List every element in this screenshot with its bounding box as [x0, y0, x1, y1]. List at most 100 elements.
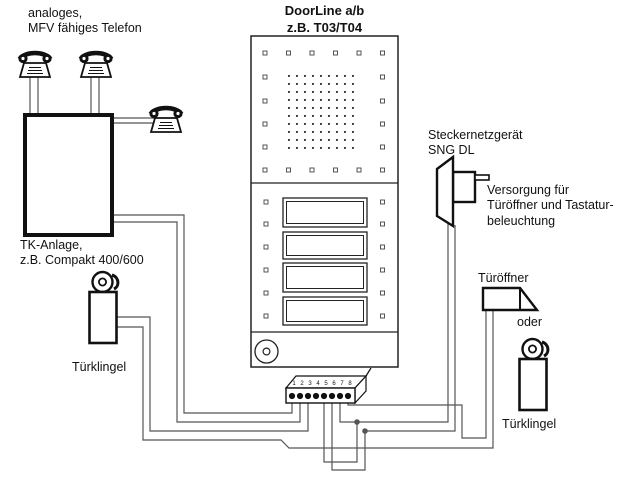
speaker-hole	[336, 91, 338, 93]
speaker-hole	[296, 99, 298, 101]
speaker-hole	[304, 99, 306, 101]
speaker-hole	[344, 99, 346, 101]
speaker-hole	[344, 139, 346, 141]
wire-14	[323, 396, 358, 463]
speaker-hole	[288, 83, 290, 85]
terminal-number-3: 3	[308, 381, 312, 387]
wire-12	[339, 220, 449, 423]
speaker-hole	[320, 139, 322, 141]
screw-icon	[380, 167, 385, 173]
terminal-number-1: 1	[292, 381, 296, 387]
panel-screws	[262, 50, 385, 319]
speaker-hole	[296, 107, 298, 109]
speaker-hole	[336, 83, 338, 85]
speaker-hole	[312, 107, 314, 109]
speaker-hole	[352, 107, 354, 109]
speaker-hole	[320, 99, 322, 101]
terminal-number-8: 8	[348, 381, 352, 387]
name-plate-1	[286, 201, 364, 224]
screw-icon	[263, 244, 269, 250]
speaker-hole	[312, 83, 314, 85]
terminal-contact-5	[320, 392, 328, 400]
speaker-hole	[288, 107, 290, 109]
speaker-hole	[352, 83, 354, 85]
speaker-hole	[288, 131, 290, 133]
speaker-hole	[328, 115, 330, 117]
door-opener-icon	[481, 286, 540, 312]
screw-icon	[263, 221, 269, 227]
speaker-hole	[312, 139, 314, 141]
terminal-number-7: 7	[340, 381, 344, 387]
speaker-hole	[320, 147, 322, 149]
terminal-contact-7	[336, 392, 344, 400]
telephone-icon-3	[149, 108, 182, 132]
screw-icon	[262, 121, 268, 127]
speaker-hole	[304, 75, 306, 77]
speaker-hole	[312, 115, 314, 117]
speaker-hole	[320, 83, 322, 85]
screw-icon	[356, 50, 362, 56]
speaker-hole	[328, 91, 330, 93]
terminal-contact-8	[344, 392, 352, 400]
speaker-hole	[288, 91, 290, 93]
speaker-hole	[288, 115, 290, 117]
speaker-hole	[328, 131, 330, 133]
or-label: oder	[517, 315, 543, 329]
screw-icon	[262, 74, 268, 80]
speaker-hole	[336, 131, 338, 133]
speaker-hole	[336, 99, 338, 101]
speaker-hole	[352, 139, 354, 141]
speaker-hole	[296, 75, 298, 77]
screw-icon	[262, 98, 268, 104]
terminal-contact-1	[288, 392, 296, 400]
speaker-hole	[296, 131, 298, 133]
speaker-hole	[312, 91, 314, 93]
screw-icon	[380, 244, 385, 250]
speaker-hole	[296, 139, 298, 141]
screw-icon	[263, 290, 269, 296]
speaker-hole	[304, 139, 306, 141]
screw-icon	[380, 98, 385, 104]
terminal-contact-3	[304, 392, 312, 400]
telephone-icon-2	[79, 53, 112, 77]
speaker-hole	[312, 123, 314, 125]
psu-label: Steckernetzgerät SNG DL	[428, 128, 523, 158]
speaker-hole	[312, 147, 314, 149]
terminal-number-2: 2	[300, 381, 304, 387]
speaker-hole	[288, 75, 290, 77]
speaker-hole	[312, 75, 314, 77]
speaker-hole	[320, 123, 322, 125]
speaker-hole	[296, 147, 298, 149]
doorbell-left-label: Türklingel	[72, 360, 127, 374]
speaker-hole	[336, 123, 338, 125]
speaker-hole	[304, 83, 306, 85]
terminal-contact-2	[296, 392, 304, 400]
speaker-hole	[352, 75, 354, 77]
telephone-icon-1	[18, 53, 51, 77]
terminal-contact-6	[328, 392, 336, 400]
screw-icon	[356, 167, 362, 173]
name-plate-buttons	[282, 197, 368, 326]
speaker-hole	[304, 147, 306, 149]
speaker-hole	[336, 139, 338, 141]
psu-note: Versorgung für Türöffner und Tastatur- b…	[487, 183, 614, 228]
speaker-hole	[336, 107, 338, 109]
speaker-hole	[320, 115, 322, 117]
speaker-hole	[320, 91, 322, 93]
speaker-hole	[328, 123, 330, 125]
screw-icon	[380, 290, 385, 296]
speaker-hole	[352, 91, 354, 93]
speaker-hole	[328, 83, 330, 85]
terminal-contacts	[288, 392, 352, 400]
screw-icon	[380, 144, 385, 150]
door-opener-label: Türöffner	[478, 271, 529, 285]
screw-icon	[333, 50, 338, 56]
name-plate-3	[286, 266, 364, 289]
speaker-hole	[288, 139, 290, 141]
speaker-hole	[288, 147, 290, 149]
speaker-hole	[312, 131, 314, 133]
speaker-hole	[344, 107, 346, 109]
